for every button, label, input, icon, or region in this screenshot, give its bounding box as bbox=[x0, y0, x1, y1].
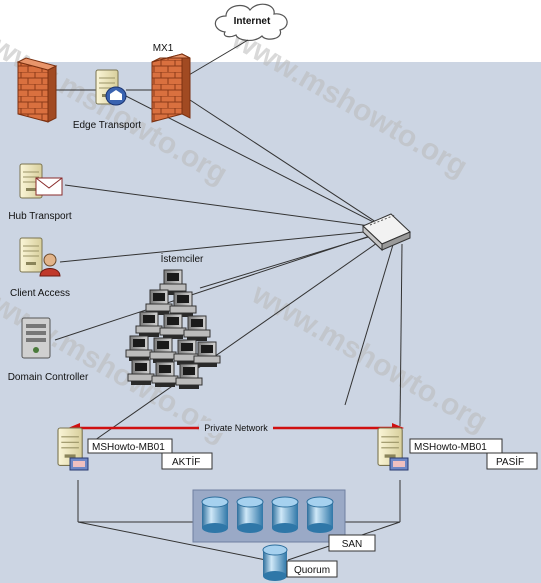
domain-controller-label: Domain Controller bbox=[8, 372, 89, 383]
mailbox-passive-state-badge: PASİF bbox=[496, 455, 524, 468]
client-access-server-icon bbox=[19, 237, 61, 277]
domain-controller-server-icon bbox=[21, 317, 51, 359]
quorum-disk-icon bbox=[262, 544, 288, 581]
san-label: SAN bbox=[342, 539, 363, 550]
mailbox-active-state-badge: AKTİF bbox=[172, 455, 200, 468]
mailbox-active-server-icon bbox=[57, 427, 89, 471]
edge-transport-server-icon bbox=[95, 69, 127, 106]
san-storage-icon bbox=[192, 489, 346, 543]
internet-label: Internet bbox=[234, 16, 271, 27]
mx1-label: MX1 bbox=[153, 43, 174, 54]
mx1-firewall-icon bbox=[151, 53, 191, 123]
hub-transport-server-icon bbox=[19, 163, 63, 199]
hub-transport-label: Hub Transport bbox=[8, 211, 72, 222]
quorum-label: Quorum bbox=[294, 565, 330, 576]
connection-lines bbox=[54, 39, 403, 561]
edge-transport-label: Edge Transport bbox=[73, 120, 142, 131]
mailbox-passive-server-icon bbox=[377, 427, 409, 471]
mailbox-passive-name: MSHowto-MB01 bbox=[414, 442, 487, 453]
edge-firewall-icon bbox=[16, 57, 58, 123]
mailbox-active-name: MSHowto-MB01 bbox=[92, 442, 165, 453]
internet-cloud: Internet bbox=[214, 3, 288, 41]
network-switch-icon bbox=[362, 213, 411, 252]
client-access-label: Client Access bbox=[10, 288, 70, 299]
private-network-label: Private Network bbox=[204, 423, 268, 433]
clients-label: İstemciler bbox=[161, 252, 204, 265]
